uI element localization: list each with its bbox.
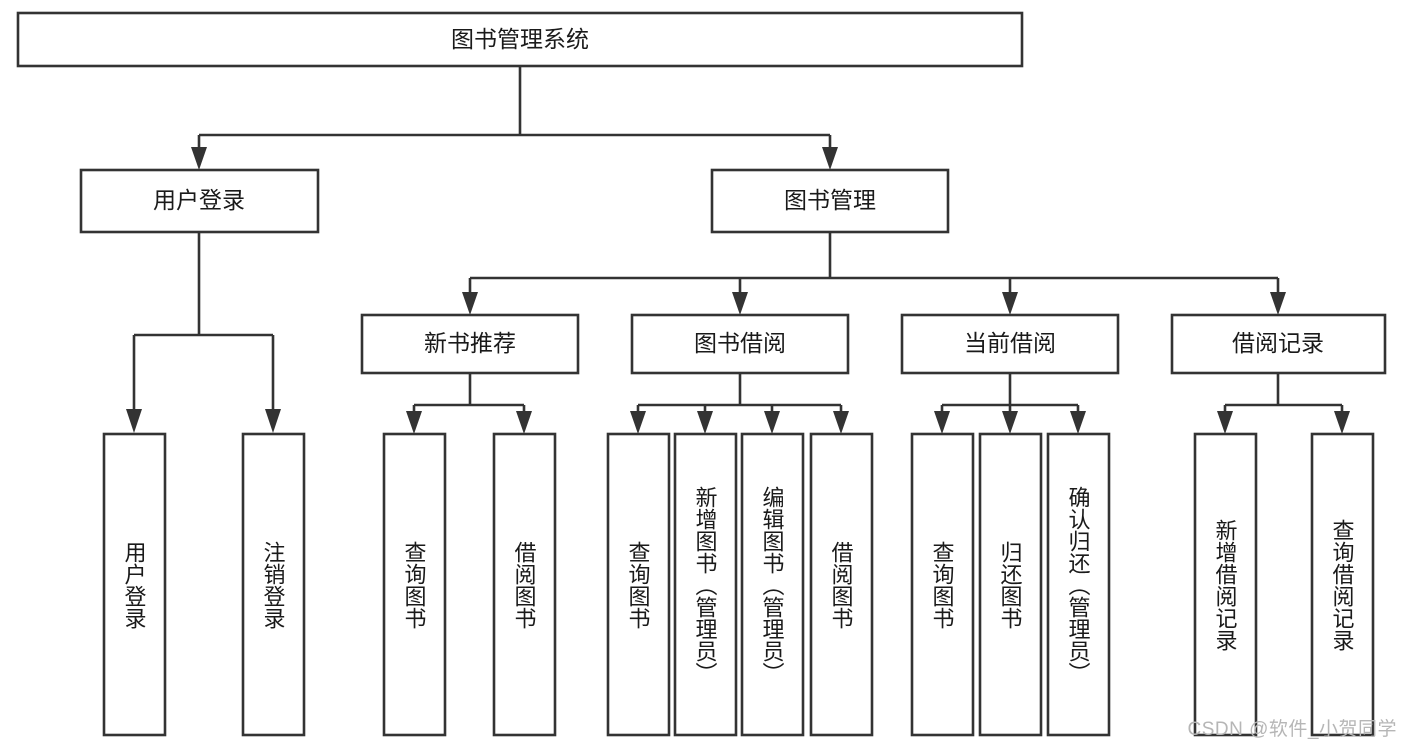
- node-book-manage-label: 图书管理: [784, 187, 876, 213]
- node-leaf-edit-book-box[interactable]: [740, 432, 805, 737]
- node-leaf-edit-book[interactable]: 编辑图书（管理员）: [740, 432, 805, 737]
- node-leaf-query-book-2-box[interactable]: [606, 432, 671, 737]
- arrow-to-leaf-confirm-return: [1070, 411, 1086, 434]
- node-leaf-add-book[interactable]: 新增图书（管理员）: [673, 432, 738, 737]
- node-leaf-add-record[interactable]: 新增借阅记录: [1193, 432, 1258, 737]
- node-leaf-confirm-return[interactable]: 确认归还（管理员）: [1046, 432, 1111, 737]
- edge-group-current-borrow: [934, 373, 1086, 434]
- node-leaf-borrow-book-1-label: 借阅图书: [512, 541, 537, 629]
- node-leaf-borrow-book-2[interactable]: 借阅图书: [809, 432, 874, 737]
- arrow-to-leaf-borrow-book-2: [833, 411, 849, 434]
- node-leaf-return-book[interactable]: 归还图书: [978, 432, 1043, 737]
- arrow-to-leaf-query-book-1: [406, 411, 422, 434]
- node-leaf-query-book-1-label: 查询图书: [402, 541, 427, 629]
- edge-group-user-login: [126, 232, 281, 433]
- node-leaf-user-login-label: 用户登录: [122, 541, 147, 629]
- arrow-to-leaf-logout: [265, 409, 281, 433]
- node-leaf-query-record-label: 查询借阅记录: [1330, 519, 1355, 651]
- node-leaf-borrow-book-2-box[interactable]: [809, 432, 874, 737]
- node-leaf-confirm-return-label: 确认归还（管理员）: [1066, 486, 1091, 684]
- arrow-to-user-login: [191, 147, 207, 170]
- node-leaf-borrow-book-1-box[interactable]: [492, 432, 557, 737]
- node-leaf-logout-box[interactable]: [241, 432, 306, 737]
- arrow-to-leaf-add-book: [697, 411, 713, 434]
- node-user-login[interactable]: 用户登录: [79, 168, 320, 234]
- node-leaf-user-login[interactable]: 用户登录: [102, 432, 167, 737]
- node-current-borrow-box[interactable]: [900, 313, 1120, 375]
- arrow-to-leaf-query-book-2: [630, 411, 646, 434]
- node-leaf-query-book-3[interactable]: 查询图书: [910, 432, 975, 737]
- arrow-to-book-borrow: [732, 292, 748, 315]
- node-leaf-query-book-1[interactable]: 查询图书: [382, 432, 447, 737]
- node-leaf-return-book-label: 归还图书: [998, 541, 1023, 629]
- node-leaf-query-book-1-box[interactable]: [382, 432, 447, 737]
- arrow-to-leaf-borrow-book-1: [516, 411, 532, 434]
- node-current-borrow-label: 当前借阅: [964, 330, 1056, 356]
- arrow-to-leaf-query-record: [1334, 411, 1350, 434]
- node-user-login-box[interactable]: [79, 168, 320, 234]
- node-new-book-rec[interactable]: 新书推荐: [360, 313, 580, 375]
- node-leaf-add-record-label: 新增借阅记录: [1213, 519, 1238, 651]
- node-leaf-query-record-box[interactable]: [1310, 432, 1375, 737]
- node-leaf-query-book-2-label: 查询图书: [626, 541, 651, 629]
- node-leaf-borrow-book-1[interactable]: 借阅图书: [492, 432, 557, 737]
- node-borrow-record[interactable]: 借阅记录: [1170, 313, 1387, 375]
- arrow-to-current-borrow: [1002, 292, 1018, 315]
- node-leaf-query-book-3-box[interactable]: [910, 432, 975, 737]
- arrow-to-leaf-add-record: [1217, 411, 1233, 434]
- arrow-to-leaf-query-book-3: [934, 411, 950, 434]
- node-root[interactable]: 图书管理系统: [16, 11, 1024, 68]
- arrow-to-leaf-edit-book: [764, 411, 780, 434]
- node-book-borrow-box[interactable]: [630, 313, 850, 375]
- node-leaf-logout-label: 注销登录: [261, 541, 286, 629]
- node-leaf-edit-book-label: 编辑图书（管理员）: [760, 486, 785, 684]
- arrow-to-book-manage: [822, 147, 838, 170]
- node-root-box[interactable]: [16, 11, 1024, 68]
- arrow-to-new-book-rec: [462, 292, 478, 315]
- node-leaf-add-record-box[interactable]: [1193, 432, 1258, 737]
- edge-group-root: [191, 66, 838, 170]
- node-current-borrow[interactable]: 当前借阅: [900, 313, 1120, 375]
- arrow-to-leaf-user-login: [126, 409, 142, 433]
- node-leaf-borrow-book-2-label: 借阅图书: [829, 541, 854, 629]
- node-book-manage[interactable]: 图书管理: [710, 168, 950, 234]
- node-borrow-record-label: 借阅记录: [1232, 330, 1324, 356]
- arrow-to-borrow-record: [1270, 292, 1286, 315]
- arrow-to-leaf-return-book: [1002, 411, 1018, 434]
- node-leaf-query-book-2[interactable]: 查询图书: [606, 432, 671, 737]
- node-user-login-label: 用户登录: [153, 187, 245, 213]
- node-new-book-rec-label: 新书推荐: [424, 330, 516, 356]
- node-book-borrow[interactable]: 图书借阅: [630, 313, 850, 375]
- node-leaf-return-book-box[interactable]: [978, 432, 1043, 737]
- node-root-label: 图书管理系统: [451, 26, 589, 52]
- watermark-text: CSDN @软件_小贺同学: [1187, 719, 1397, 740]
- node-borrow-record-box[interactable]: [1170, 313, 1387, 375]
- node-leaf-logout[interactable]: 注销登录: [241, 432, 306, 737]
- node-new-book-rec-box[interactable]: [360, 313, 580, 375]
- node-book-borrow-label: 图书借阅: [694, 330, 786, 356]
- node-book-manage-box[interactable]: [710, 168, 950, 234]
- node-leaf-add-book-box[interactable]: [673, 432, 738, 737]
- edge-group-book-borrow: [630, 373, 849, 434]
- node-leaf-confirm-return-box[interactable]: [1046, 432, 1111, 737]
- node-leaf-query-book-3-label: 查询图书: [930, 541, 955, 629]
- node-leaf-query-record[interactable]: 查询借阅记录: [1310, 432, 1375, 737]
- node-leaf-user-login-box[interactable]: [102, 432, 167, 737]
- edge-group-borrow-record: [1217, 373, 1350, 434]
- edge-group-book-manage: [462, 232, 1286, 315]
- node-leaf-add-book-label: 新增图书（管理员）: [693, 486, 718, 684]
- edge-group-new-book-rec: [406, 373, 532, 434]
